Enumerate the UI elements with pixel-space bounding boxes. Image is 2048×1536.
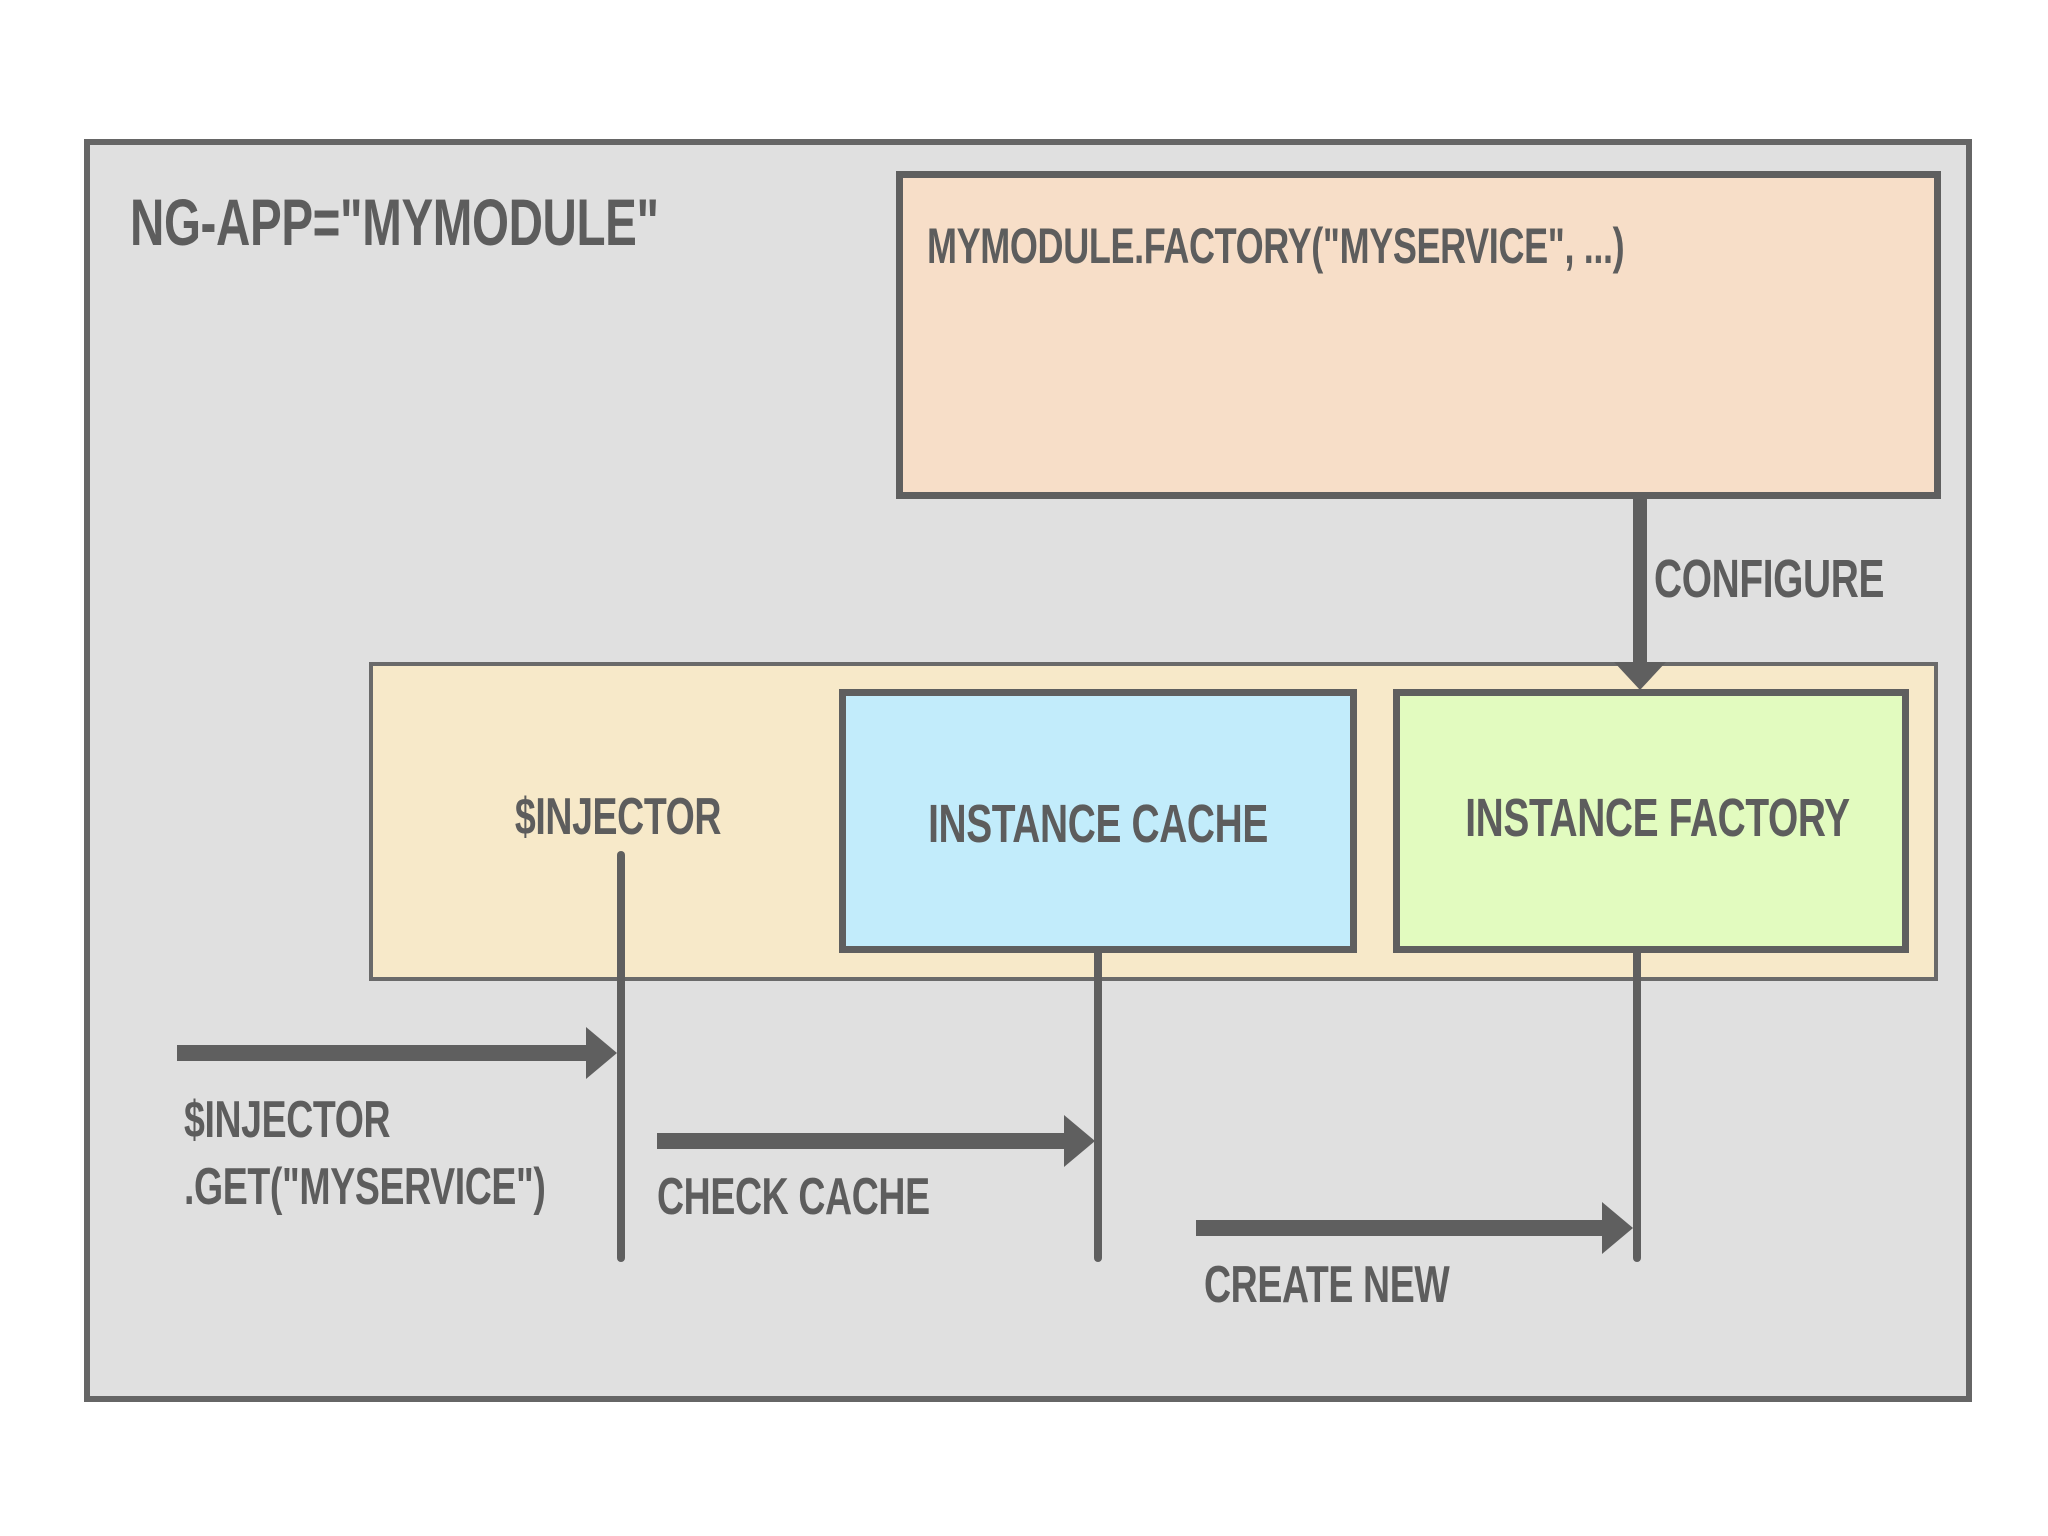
create-new-label: CREATE NEW: [1204, 1256, 1450, 1314]
create-new-arrow-head: [1602, 1202, 1633, 1254]
instance-factory-label: INSTANCE FACTORY: [1465, 788, 1850, 848]
module-factory-box: [896, 171, 1941, 499]
instance-cache-box: [839, 689, 1357, 953]
injector-call-line2: .GET("MYSERVICE"): [184, 1158, 546, 1216]
ng-app-label: NG-APP="MYMODULE": [130, 185, 659, 259]
instance-cache-label: INSTANCE CACHE: [928, 794, 1268, 854]
get-call-arrow-head: [586, 1027, 617, 1079]
injector-call-line1: $INJECTOR: [184, 1091, 391, 1149]
instance-factory-box: [1393, 689, 1909, 953]
configure-arrow-head: [1614, 662, 1666, 690]
check-cache-label: CHECK CACHE: [657, 1168, 930, 1226]
injector-label: $INJECTOR: [514, 788, 722, 846]
check-cache-arrow-head: [1064, 1115, 1095, 1167]
configure-label: CONFIGURE: [1654, 549, 1885, 609]
module-factory-label: MYMODULE.FACTORY("MYSERVICE", ...): [927, 218, 1625, 274]
